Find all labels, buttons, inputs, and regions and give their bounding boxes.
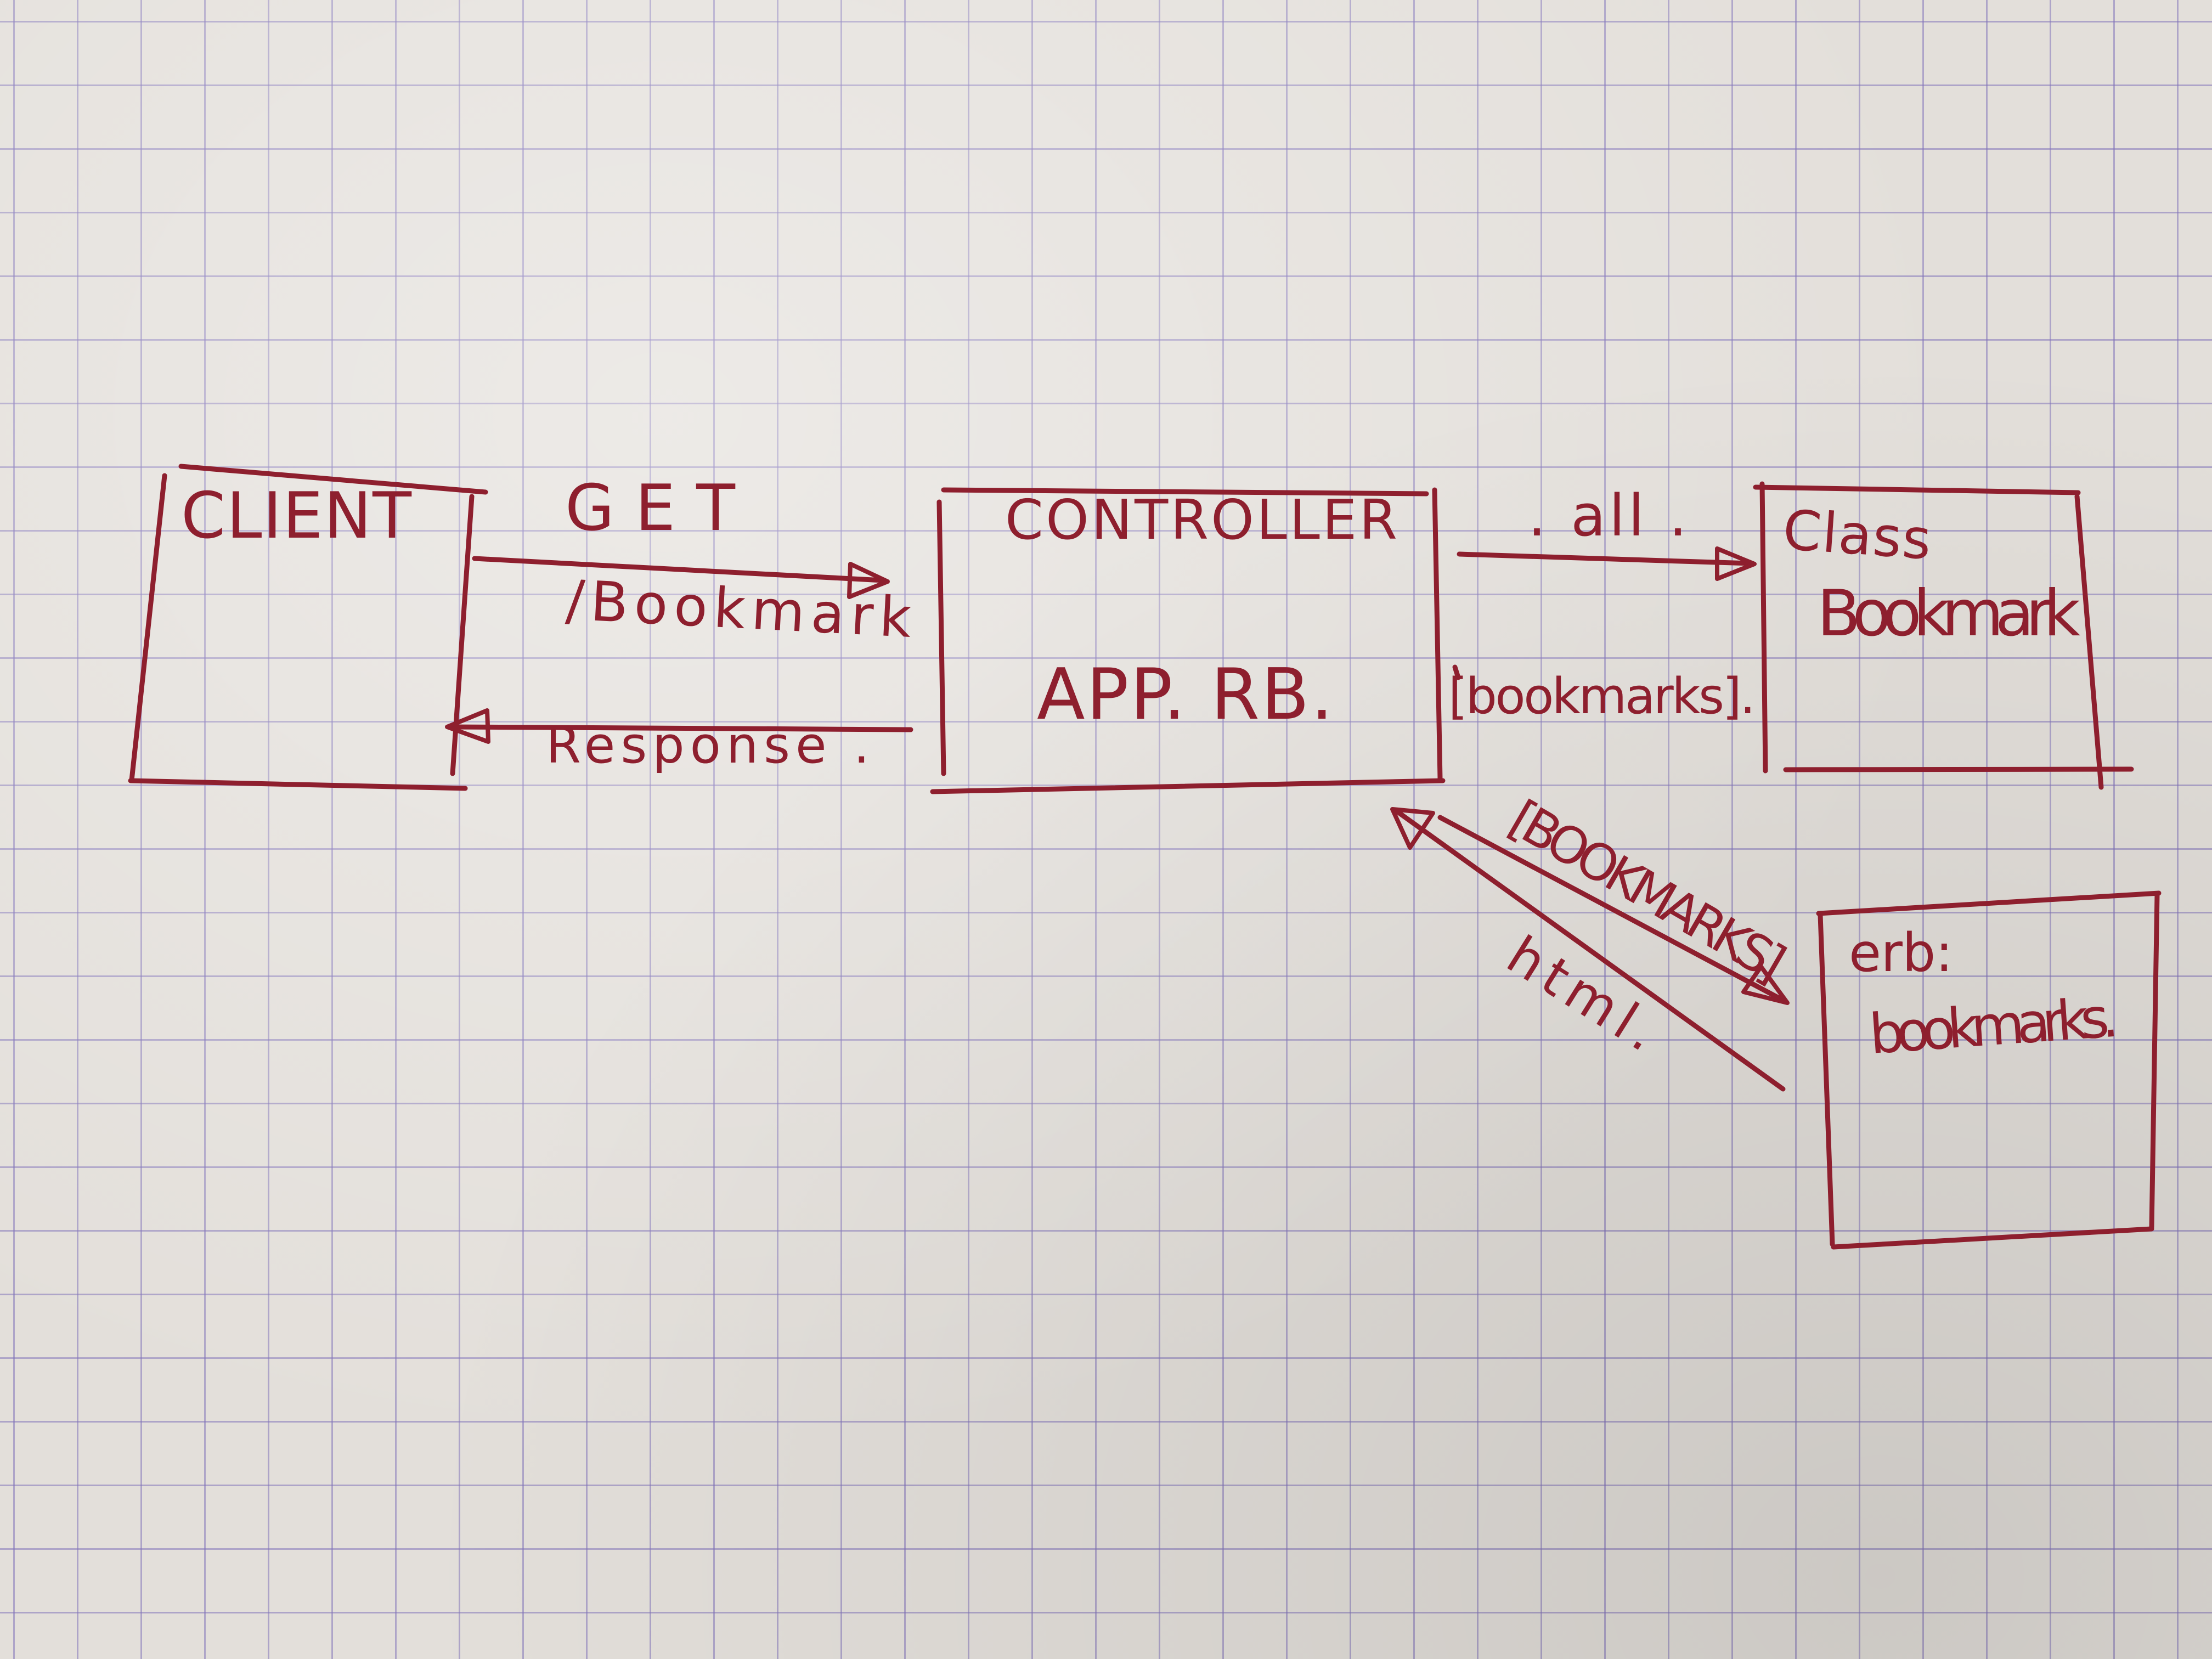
all-return-arrow [1452, 664, 1461, 680]
model-label-line2: Bookmark [1817, 577, 2080, 651]
from-view-arrow [1390, 807, 1786, 1092]
controller-box [930, 487, 1446, 794]
view-label-line1: erb: [1849, 922, 1953, 984]
response-arrow [445, 708, 913, 744]
response-label: Response . [546, 716, 870, 775]
client-label: CLIENT [181, 479, 412, 553]
to-view-arrow [1437, 815, 1790, 1005]
controller-file-label: APP. RB. [1037, 654, 1333, 736]
all-return-label: [bookmarks]. [1448, 668, 1756, 725]
model-box [1753, 481, 2134, 790]
request-arrow [472, 556, 890, 599]
view-box [1816, 890, 2162, 1250]
view-label-line2: bookmarks. [1867, 985, 2121, 1066]
all-call-arrow [1457, 546, 1757, 581]
all-call-label: . all . [1528, 482, 1687, 549]
request-method-label: GET [565, 471, 736, 545]
model-label-line1: Class [1781, 498, 1933, 572]
controller-title: CONTROLLER [1005, 488, 1397, 552]
